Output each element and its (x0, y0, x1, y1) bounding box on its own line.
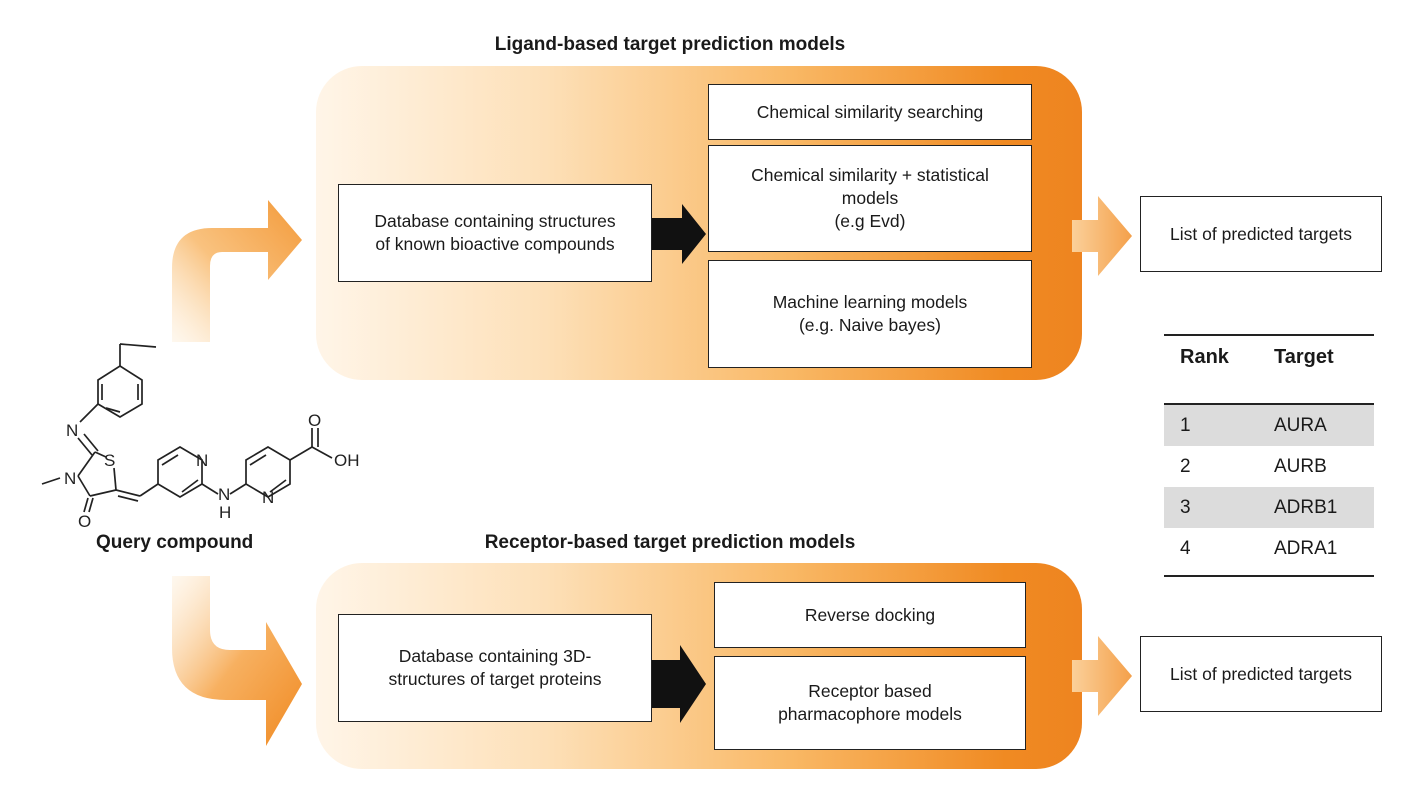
query-compound-structure (41, 343, 333, 513)
receptor-black-arrow (652, 645, 706, 723)
table-bottom-rule (1164, 575, 1374, 577)
query-compound-atoms: N S N O N N H N O OH (64, 411, 360, 531)
atom-s: S (104, 451, 115, 470)
atom-n-imine: N (66, 421, 78, 440)
atom-nh-n: N (218, 485, 230, 504)
rank-cell: 3 (1180, 497, 1191, 518)
atom-n-pyridine2: N (262, 488, 274, 507)
ligand-method-machine-learning: Machine learning models (e.g. Naive baye… (708, 260, 1032, 368)
table-header-rule (1164, 403, 1374, 405)
table-top-rule (1164, 334, 1374, 336)
atom-o-carbonyl: O (78, 512, 91, 531)
atom-oh: OH (334, 451, 360, 470)
receptor-method-pharmacophore: Receptor based pharmacophore models (714, 656, 1026, 750)
receptor-method-reverse-docking: Reverse docking (714, 582, 1026, 648)
ligand-method-similarity-statistical: Chemical similarity + statistical models… (708, 145, 1032, 252)
atom-n-pyridine: N (196, 451, 208, 470)
receptor-output-box: List of predicted targets (1140, 636, 1382, 712)
table-header-rank: Rank (1180, 346, 1229, 368)
upper-bent-arrow (172, 200, 302, 342)
ligand-output-arrow (1072, 196, 1132, 276)
atom-o-acid: O (308, 411, 321, 430)
ligand-black-arrow (652, 204, 706, 264)
target-cell: AURA (1274, 415, 1327, 436)
ligand-method-similarity-search: Chemical similarity searching (708, 84, 1032, 140)
target-cell: ADRA1 (1274, 538, 1338, 559)
receptor-panel-title: Receptor-based target prediction models (484, 532, 856, 553)
rank-cell: 1 (1180, 415, 1191, 436)
ligand-panel-title: Ligand-based target prediction models (494, 34, 846, 55)
rank-cell: 4 (1180, 538, 1191, 559)
query-compound-label: Query compound (96, 532, 254, 553)
table-row: 1 AURA (1164, 405, 1374, 446)
receptor-database-box: Database containing 3D- structures of ta… (338, 614, 652, 722)
table-row: 2 AURB (1164, 446, 1374, 487)
receptor-output-arrow (1072, 636, 1132, 716)
lower-bent-arrow (172, 576, 302, 746)
target-cell: ADRB1 (1274, 497, 1338, 518)
rank-cell: 2 (1180, 456, 1191, 477)
table-row: 4 ADRA1 (1164, 528, 1374, 569)
ligand-output-box: List of predicted targets (1140, 196, 1382, 272)
target-cell: AURB (1274, 456, 1327, 477)
ligand-database-box: Database containing structures of known … (338, 184, 652, 282)
atom-n-ring: N (64, 469, 76, 488)
table-header-target: Target (1274, 346, 1334, 368)
table-row: 3 ADRB1 (1164, 487, 1374, 528)
atom-nh-h: H (219, 503, 231, 522)
